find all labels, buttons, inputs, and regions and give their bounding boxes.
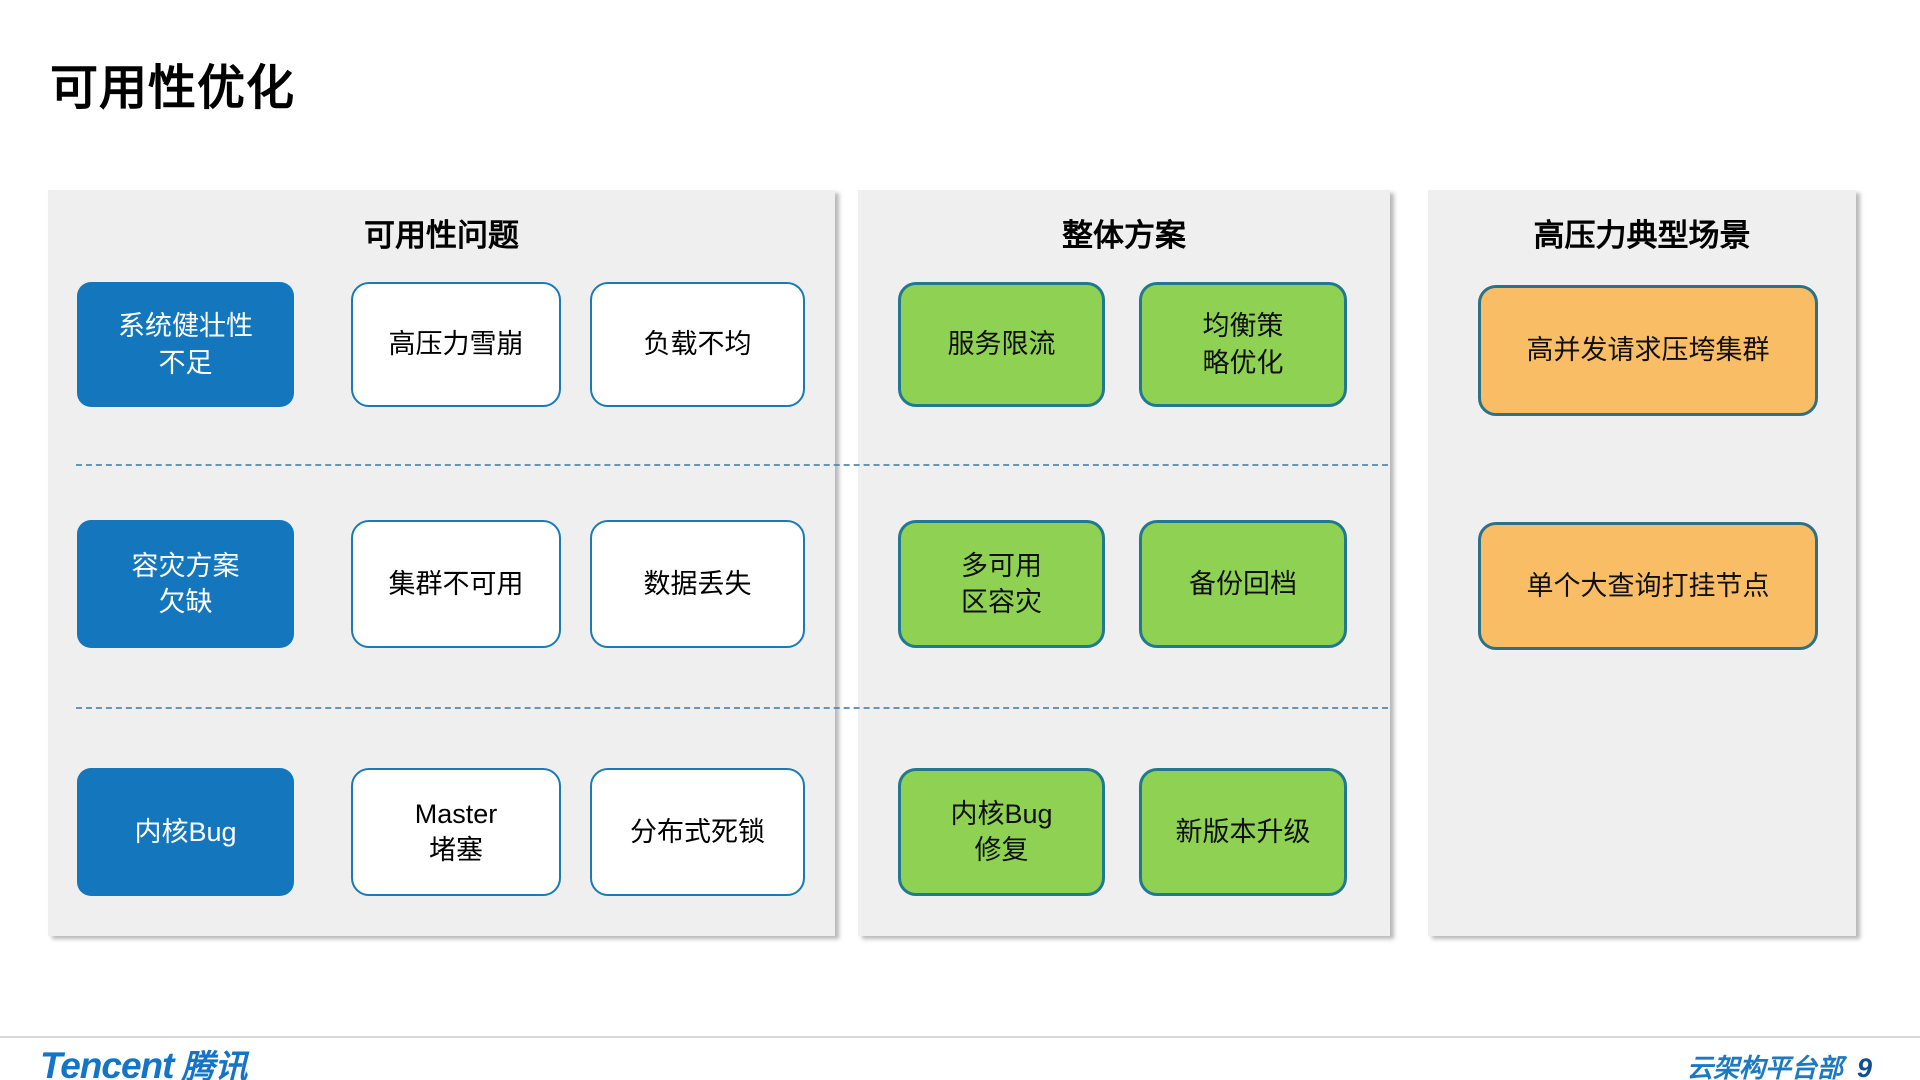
row-divider-dashed-line [76,464,1388,466]
problem-category-box: 内核Bug [77,768,294,896]
footer-divider [0,1036,1920,1038]
solution-box: 多可用 区容灾 [898,520,1105,648]
panel-availability-problems-title: 可用性问题 [364,218,519,253]
slide-title: 可用性优化 [50,62,296,115]
solution-box: 服务限流 [898,282,1105,407]
panel-availability-problems: 可用性问题 系统健壮性 不足 高压力雪崩 负载不均 容灾方案 欠缺 集群不可用 … [48,190,835,936]
problem-box: 数据丢失 [590,520,805,648]
solution-box: 备份回档 [1139,520,1347,648]
panel-overall-solutions-title: 整体方案 [1062,218,1186,253]
problem-box: Master 堵塞 [351,768,561,896]
solution-box: 均衡策 略优化 [1139,282,1347,407]
tencent-logo: Tencent 腾讯 [40,1040,247,1080]
problem-category-box: 系统健壮性 不足 [77,282,294,407]
panel-overall-solutions: 整体方案 服务限流 均衡策 略优化 多可用 区容灾 备份回档 内核Bug 修复 … [858,190,1390,936]
scenario-box: 高并发请求压垮集群 [1478,285,1818,416]
footer-department: 云架构平台部 [1686,1053,1843,1080]
problem-box: 分布式死锁 [590,768,805,896]
scenario-box: 单个大查询打挂节点 [1478,522,1818,650]
problem-box: 负载不均 [590,282,805,407]
problem-box: 集群不可用 [351,520,561,648]
row-divider-dashed-line [76,707,1388,709]
problem-box: 高压力雪崩 [351,282,561,407]
solution-box: 内核Bug 修复 [898,768,1105,896]
panel-high-pressure-scenarios: 高压力典型场景 高并发请求压垮集群 单个大查询打挂节点 [1428,190,1856,936]
tencent-logo-zh: 腾讯 [181,1048,248,1080]
solution-box: 新版本升级 [1139,768,1347,896]
footer-right: 云架构平台部 9 [1687,1048,1872,1080]
page-number: 9 [1856,1053,1872,1080]
panel-high-pressure-scenarios-title: 高压力典型场景 [1533,218,1751,253]
tencent-logo-en: Tencent [40,1045,174,1080]
problem-category-box: 容灾方案 欠缺 [77,520,294,648]
